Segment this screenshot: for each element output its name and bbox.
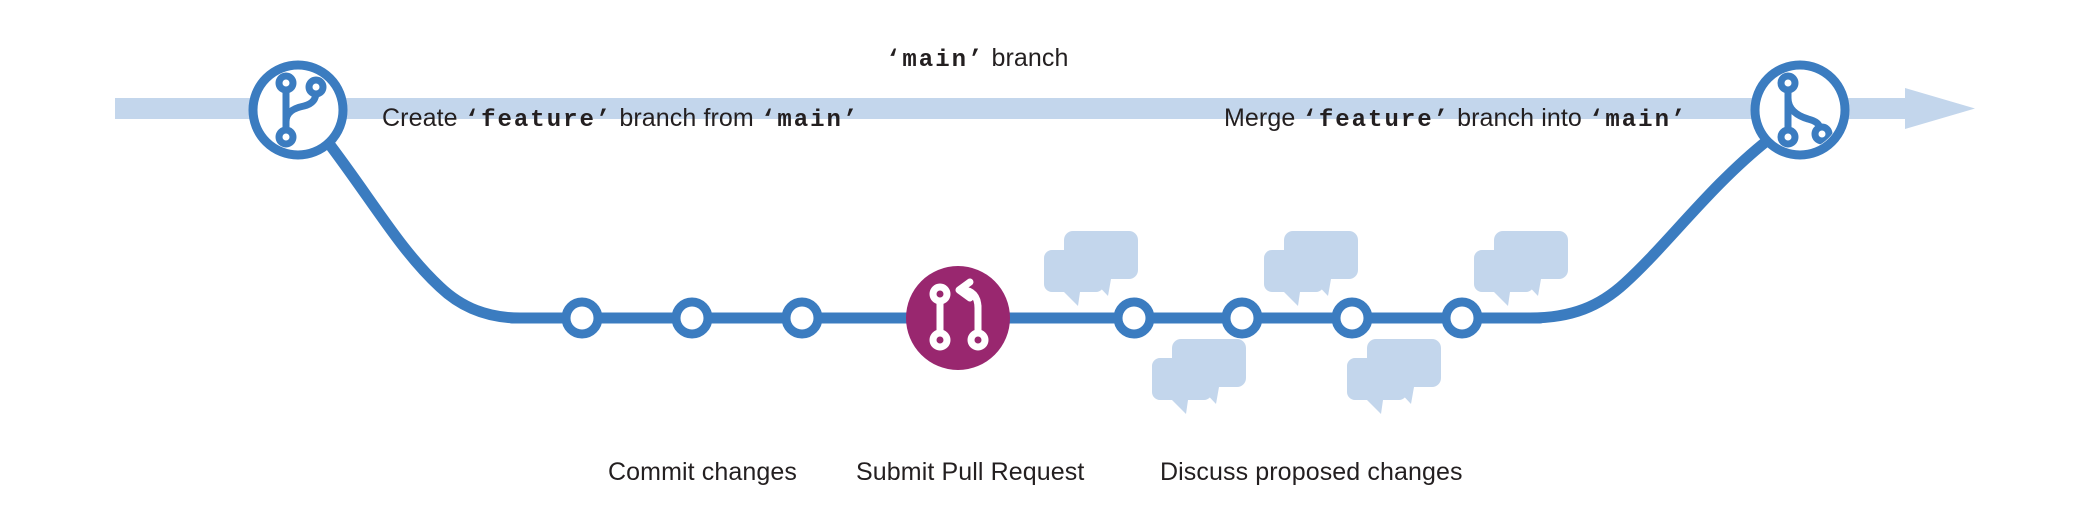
merge-node-circle	[1750, 60, 1850, 160]
commit-dot[interactable]	[671, 297, 713, 339]
commit-changes-caption: Commit changes	[608, 458, 797, 486]
pull-request-node-circle	[906, 266, 1010, 370]
merge-branch-prefix: Merge	[1224, 104, 1296, 132]
git-merge-icon	[1777, 72, 1833, 148]
merge-node[interactable]	[1750, 60, 1850, 160]
pull-request-node[interactable]	[906, 266, 1010, 370]
commit-dot[interactable]	[561, 297, 603, 339]
comment-bubble-large	[1494, 231, 1568, 296]
main-branch-track	[115, 88, 1975, 129]
commit-dot[interactable]	[1221, 297, 1263, 339]
create-branch-middle: branch from	[619, 104, 754, 132]
comment-bubble-large	[1172, 339, 1246, 404]
comment-bubble-group	[1152, 339, 1246, 414]
commit-dot[interactable]	[1331, 297, 1373, 339]
commit-dot[interactable]	[1113, 297, 1155, 339]
comment-bubble-small	[1367, 339, 1441, 404]
git-branch-icon	[275, 72, 327, 148]
submit-pull-request-caption: Submit Pull Request	[856, 458, 1085, 486]
comment-bubble-group	[1044, 231, 1138, 306]
comment-bubble-large	[1064, 231, 1138, 296]
merge-branch-label: Merge ‘feature’ branch into ‘main’	[1224, 104, 1687, 134]
feature-branch-path	[321, 134, 1774, 324]
discuss-proposed-changes-caption: Discuss proposed changes	[1160, 458, 1463, 486]
merge-branch-code-main: ‘main’	[1588, 107, 1688, 134]
main-branch-label: ‘main’ branch	[886, 44, 1069, 74]
create-branch-code-feature: ‘feature’	[464, 107, 613, 134]
branch-node[interactable]	[248, 60, 348, 160]
main-branch-label-word: branch	[991, 44, 1069, 72]
merge-branch-code-feature: ‘feature’	[1302, 107, 1451, 134]
merge-branch-middle: branch into	[1457, 104, 1582, 132]
feature-branch-fork-curve	[321, 135, 526, 324]
comment-bubble-large	[1284, 231, 1358, 296]
comment-bubble-group	[1264, 231, 1358, 306]
main-branch-arrowhead	[1905, 88, 1975, 129]
feature-branch-merge-curve	[1524, 134, 1774, 324]
comment-bubble-group	[1474, 231, 1568, 306]
main-branch-code: ‘main’	[886, 47, 985, 74]
create-branch-label: Create ‘feature’ branch from ‘main’	[382, 104, 859, 134]
create-branch-code-main: ‘main’	[760, 107, 860, 134]
commit-dot[interactable]	[1441, 297, 1483, 339]
git-pull-request-icon	[929, 278, 989, 351]
comment-bubble-group	[1347, 339, 1441, 414]
main-branch-bar	[115, 98, 1905, 119]
commit-dot[interactable]	[781, 297, 823, 339]
create-branch-prefix: Create	[382, 104, 458, 132]
